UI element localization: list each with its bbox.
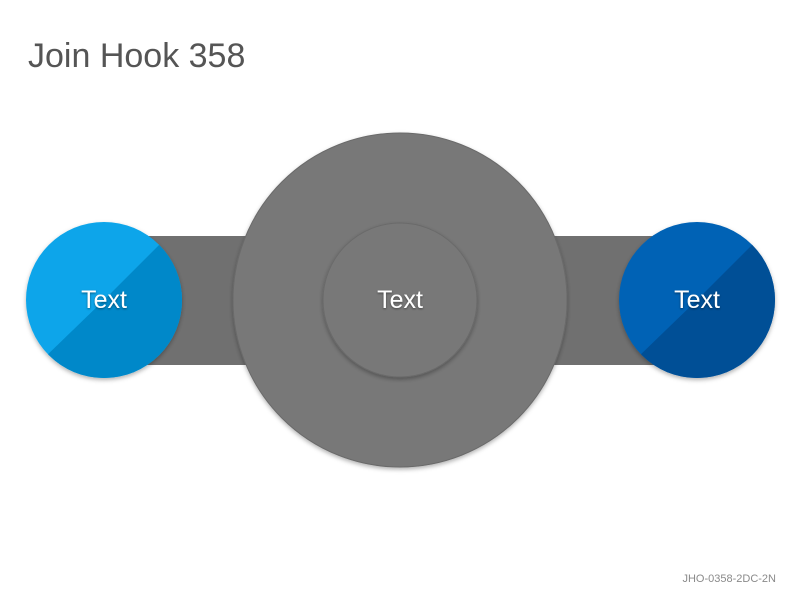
right-node-label: Text: [674, 286, 720, 314]
center-node-label: Text: [377, 286, 423, 314]
footer-code: JHO-0358-2DC-2N: [682, 573, 776, 585]
center-inner-circle: [322, 222, 478, 378]
left-node-label: Text: [81, 286, 127, 314]
slide-title: Join Hook 358: [28, 37, 246, 75]
